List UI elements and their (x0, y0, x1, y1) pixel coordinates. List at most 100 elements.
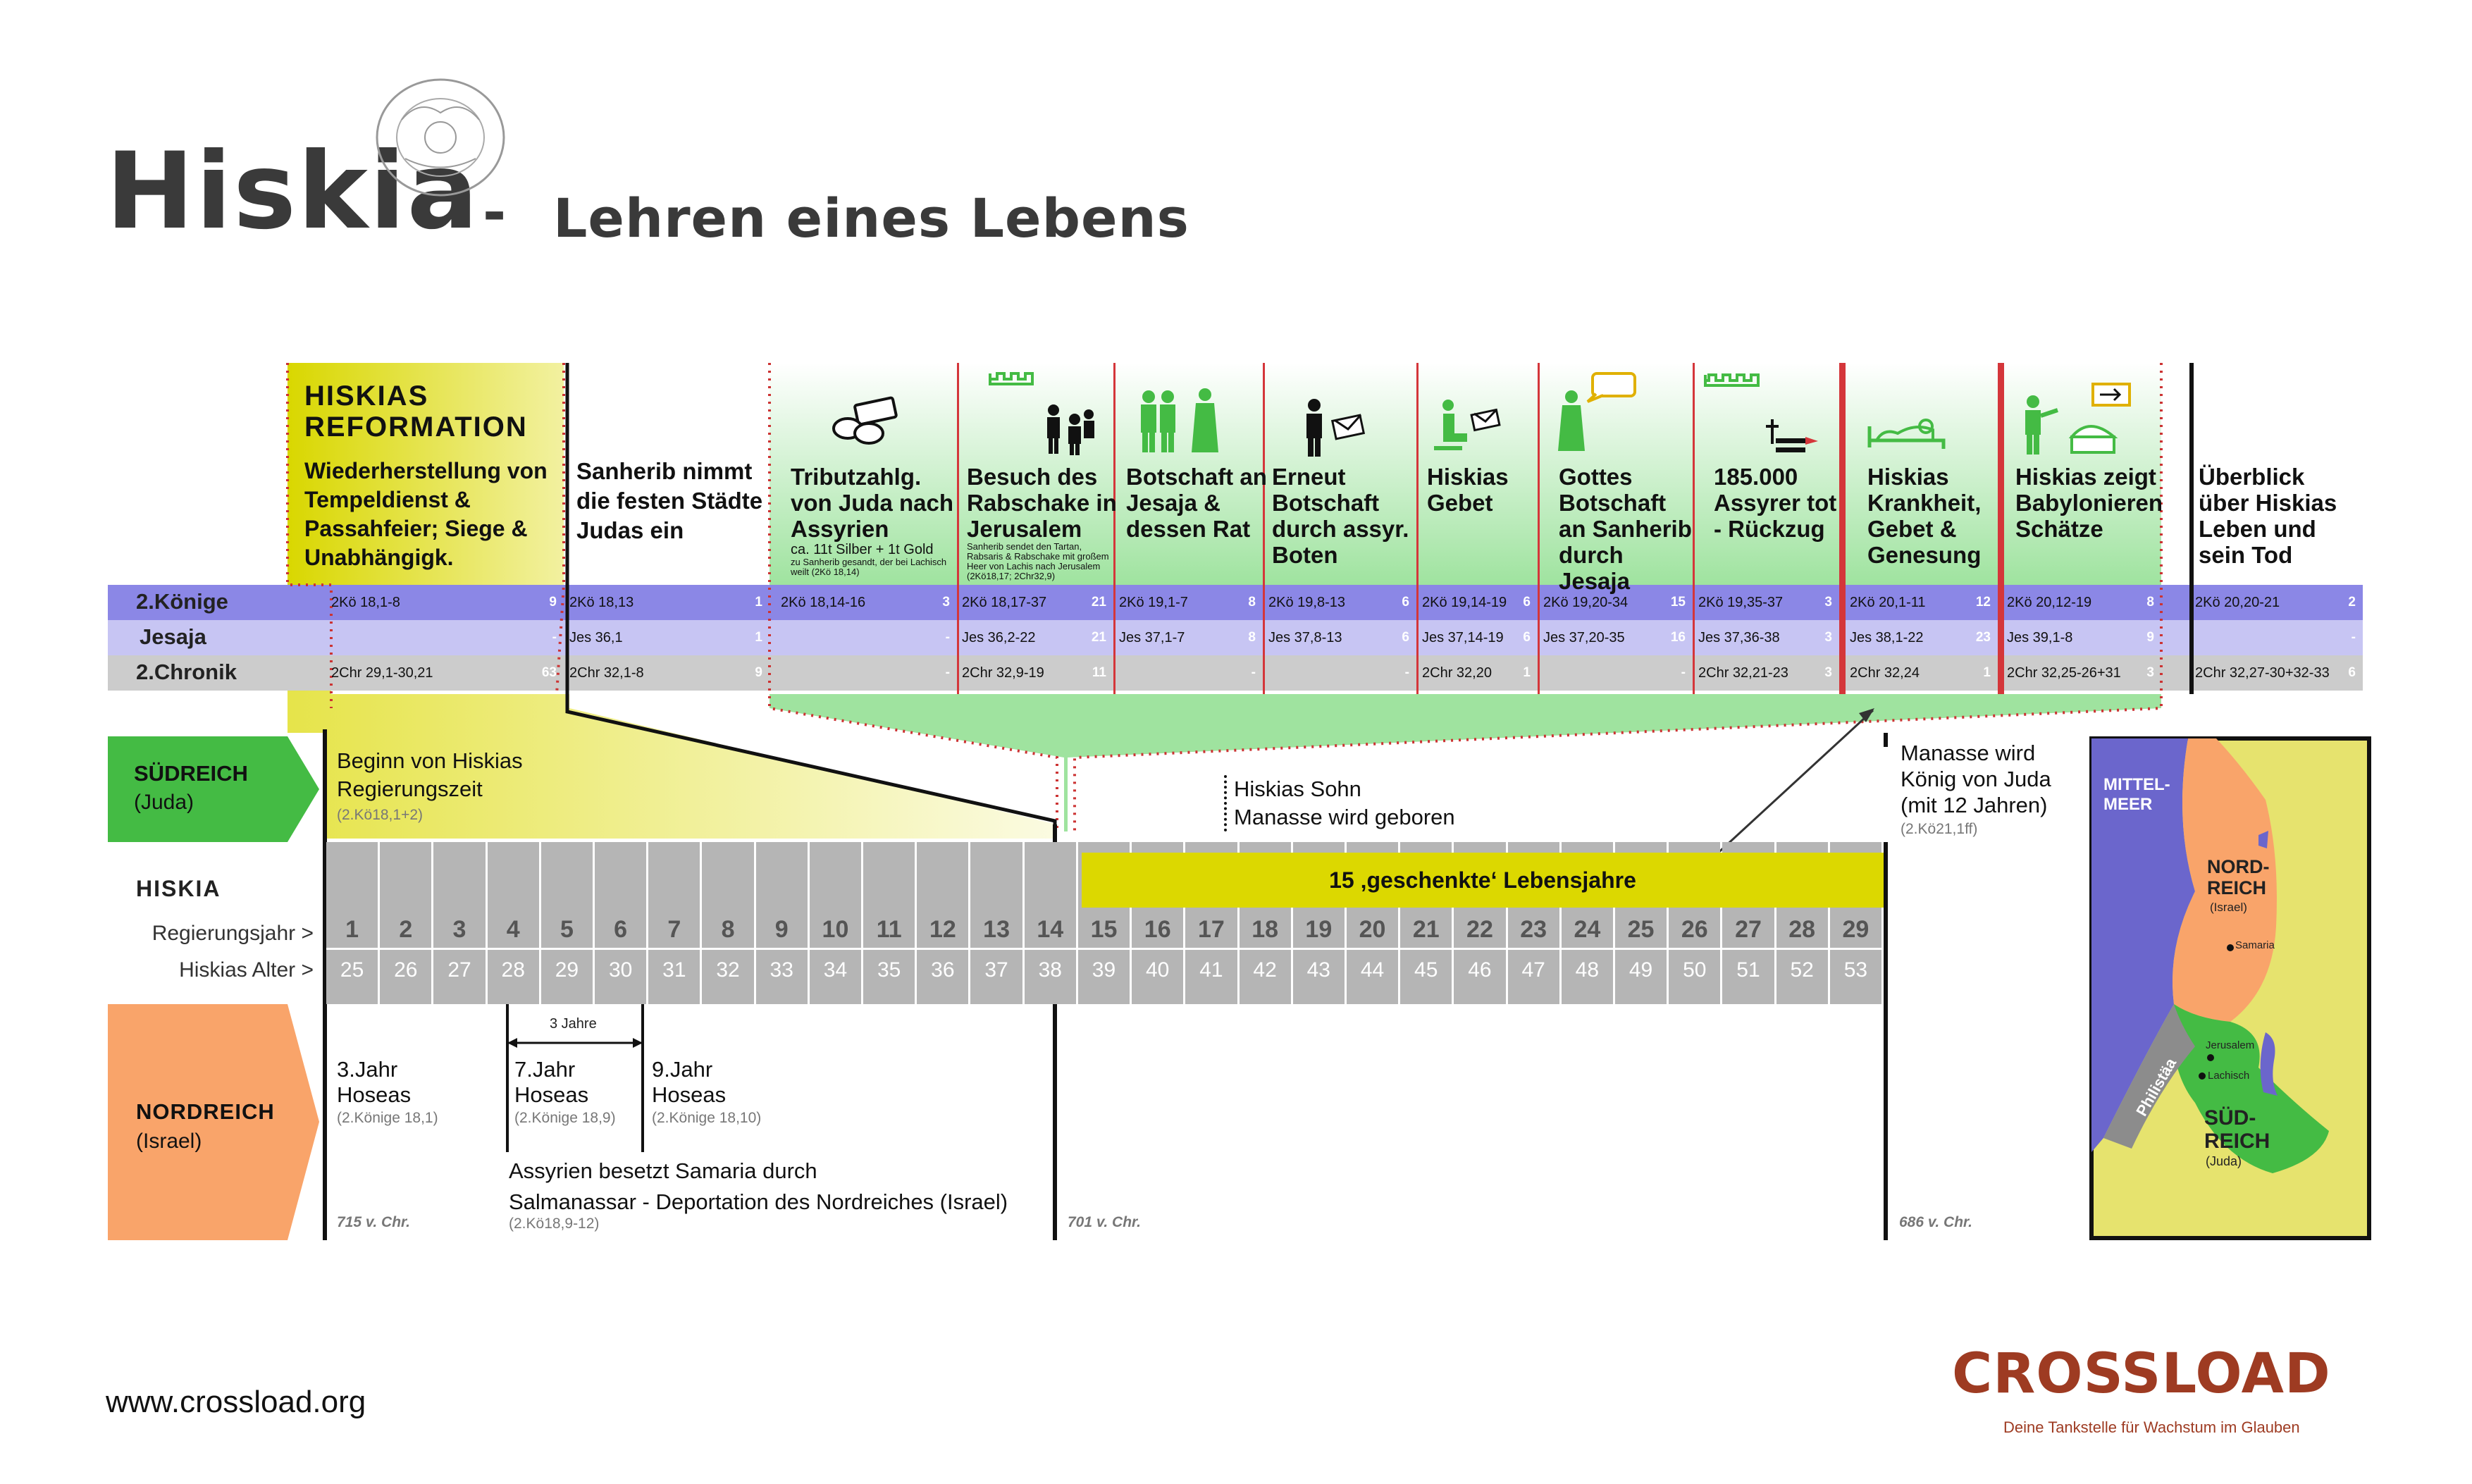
year-cell (702, 842, 754, 1004)
regierungsjahr: 9 (774, 916, 789, 943)
row-label-chronik: 2.Chronik (136, 660, 237, 684)
event-babylon-treasure: Hiskias zeigt Babylonieren Schätze (2015, 464, 2163, 542)
age-divider (1454, 948, 1506, 950)
ref-chronik-6: 2Chr 32,20 (1422, 665, 1492, 681)
regierungsjahr: 15 (1090, 916, 1118, 943)
age-divider (970, 948, 1022, 950)
count-koenige-11: 2 (2348, 595, 2356, 610)
ref-koenige-9: 2Kö 20,1-11 (1850, 595, 1926, 610)
date-715: 715 v. Chr. (337, 1214, 410, 1230)
regierungsjahr: 23 (1520, 916, 1547, 943)
ref-koenige-1: 2Kö 18,13 (569, 595, 634, 610)
count-koenige-4: 8 (1248, 595, 1256, 610)
age-divider (648, 948, 700, 950)
count-chronik-10: 3 (2146, 665, 2154, 680)
count-jesaja-7: 16 (1670, 630, 1686, 645)
manasse-king-ref: (2.Kö21,1ff) (1901, 821, 1978, 837)
suedreich-arrow (108, 736, 319, 842)
event-assyr-messenger: Erneut Botschaft durch assyr. Boten (1272, 464, 1409, 568)
hiskia-alter: 40 (1146, 958, 1170, 982)
age-divider (433, 948, 486, 950)
count-koenige-2: 3 (942, 595, 950, 610)
event-sanherib-cities: Sanherib nimmt die festen Städte Judas e… (576, 458, 763, 543)
age-divider (1561, 948, 1613, 950)
regierungsjahr-label: Regierungsjahr > (152, 922, 314, 945)
age-divider (1776, 948, 1828, 950)
year-cell (755, 842, 808, 1004)
regierungsjahr: 12 (929, 916, 956, 943)
age-divider (1292, 948, 1345, 950)
hiskia-alter: 28 (501, 958, 525, 982)
three-years-label: 3 Jahre (550, 1016, 597, 1032)
count-koenige-5: 6 (1402, 595, 1409, 610)
regierungsjahr: 18 (1252, 916, 1279, 943)
age-divider (326, 948, 378, 950)
reformation-text: Wiederherstellung von Tempeldienst & Pas… (304, 458, 548, 570)
ref-jesaja-7: Jes 37,20-35 (1543, 630, 1625, 645)
row-label-jesaja: Jesaja (140, 624, 206, 649)
count-koenige-7: 15 (1670, 595, 1686, 610)
age-divider (595, 948, 647, 950)
hiskia-alter: 43 (1306, 958, 1330, 982)
ref-jesaja-10: Jes 39,1-8 (2007, 630, 2073, 645)
regierungsjahr: 16 (1144, 916, 1171, 943)
regierungsjahr: 26 (1681, 916, 1708, 943)
bonus-years-bar: 15 ‚geschenkte‘ Lebensjahre (1082, 853, 1884, 908)
year-cell (863, 842, 915, 1004)
year-cell (917, 842, 969, 1004)
event-divider-bold (1998, 363, 2004, 694)
age-divider (917, 948, 969, 950)
ref-koenige-5: 2Kö 19,8-13 (1268, 595, 1345, 610)
regierungsjahr: 21 (1412, 916, 1440, 943)
hiskia-alter: 33 (770, 958, 793, 982)
ref-koenige-11: 2Kö 20,20-21 (2195, 595, 2280, 610)
kneeling-prayer-icon (1434, 400, 1501, 450)
reformation-title: HISKIAS REFORMATION (304, 381, 528, 443)
ref-koenige-8: 2Kö 19,35-37 (1698, 595, 1784, 610)
showing-treasure-icon (2025, 383, 2131, 455)
regierungsjahr: 5 (560, 916, 574, 943)
divider-line (2189, 363, 2194, 694)
hiskia-alter: 53 (1843, 958, 1868, 982)
date-701: 701 v. Chr. (1068, 1214, 1141, 1230)
date-686: 686 v. Chr. (1899, 1214, 1972, 1230)
row-label-koenige: 2.Könige (136, 589, 228, 614)
title-dash: - (483, 180, 507, 245)
map-jerusalem: Jerusalem (2206, 1039, 2255, 1051)
map-north-sub: (Israel) (2210, 901, 2247, 914)
event-divider (1538, 363, 1540, 694)
ref-jesaja-4: Jes 37,1-7 (1119, 630, 1185, 645)
year-cell (595, 842, 647, 1004)
count-jesaja-11: - (2351, 630, 2356, 645)
ref-jesaja-9: Jes 38,1-22 (1850, 630, 1924, 645)
bonus-years-label: 15 ‚geschenkte‘ Lebensjahre (1329, 867, 1636, 893)
divider-line (1053, 824, 1057, 1240)
ref-koenige-10: 2Kö 20,12-19 (2007, 595, 2092, 610)
hiskia-label: HISKIA (136, 876, 221, 901)
count-jesaja-6: 6 (1523, 630, 1531, 645)
brand-tagline: Deine Tankstelle für Wachstum im Glauben (2003, 1418, 2300, 1436)
regierungsjahr: 25 (1627, 916, 1655, 943)
hoseas-7-ref: (2.Könige 18,9) (514, 1110, 616, 1126)
two-persons-icon (1141, 388, 1218, 452)
year-cell (540, 842, 593, 1004)
age-divider (809, 948, 862, 950)
hiskia-alter: 37 (984, 958, 1008, 982)
map-lachisch: Lachisch (2208, 1070, 2250, 1082)
page-subtitle: Lehren eines Lebens (553, 187, 1189, 249)
suedreich-label: SÜDREICH (134, 761, 248, 786)
hiskia-alter: 42 (1253, 958, 1277, 982)
hiskia-alter: 45 (1414, 958, 1438, 982)
reign-begin-text: Beginn von Hiskias Regierungszeit (337, 748, 523, 801)
alter-label: Hiskias Alter > (179, 958, 314, 982)
regierungsjahr: 11 (876, 916, 902, 943)
age-divider (702, 948, 754, 950)
hiskia-alter: 49 (1629, 958, 1653, 982)
website-link[interactable]: www.crossload.org (106, 1385, 366, 1419)
reign-begin-ref: (2.Kö18,1+2) (337, 807, 424, 823)
divider-line (323, 729, 327, 1240)
hiskia-alter: 50 (1683, 958, 1707, 982)
regierungsjahr: 27 (1735, 916, 1762, 943)
regierungsjahr: 6 (614, 916, 628, 943)
